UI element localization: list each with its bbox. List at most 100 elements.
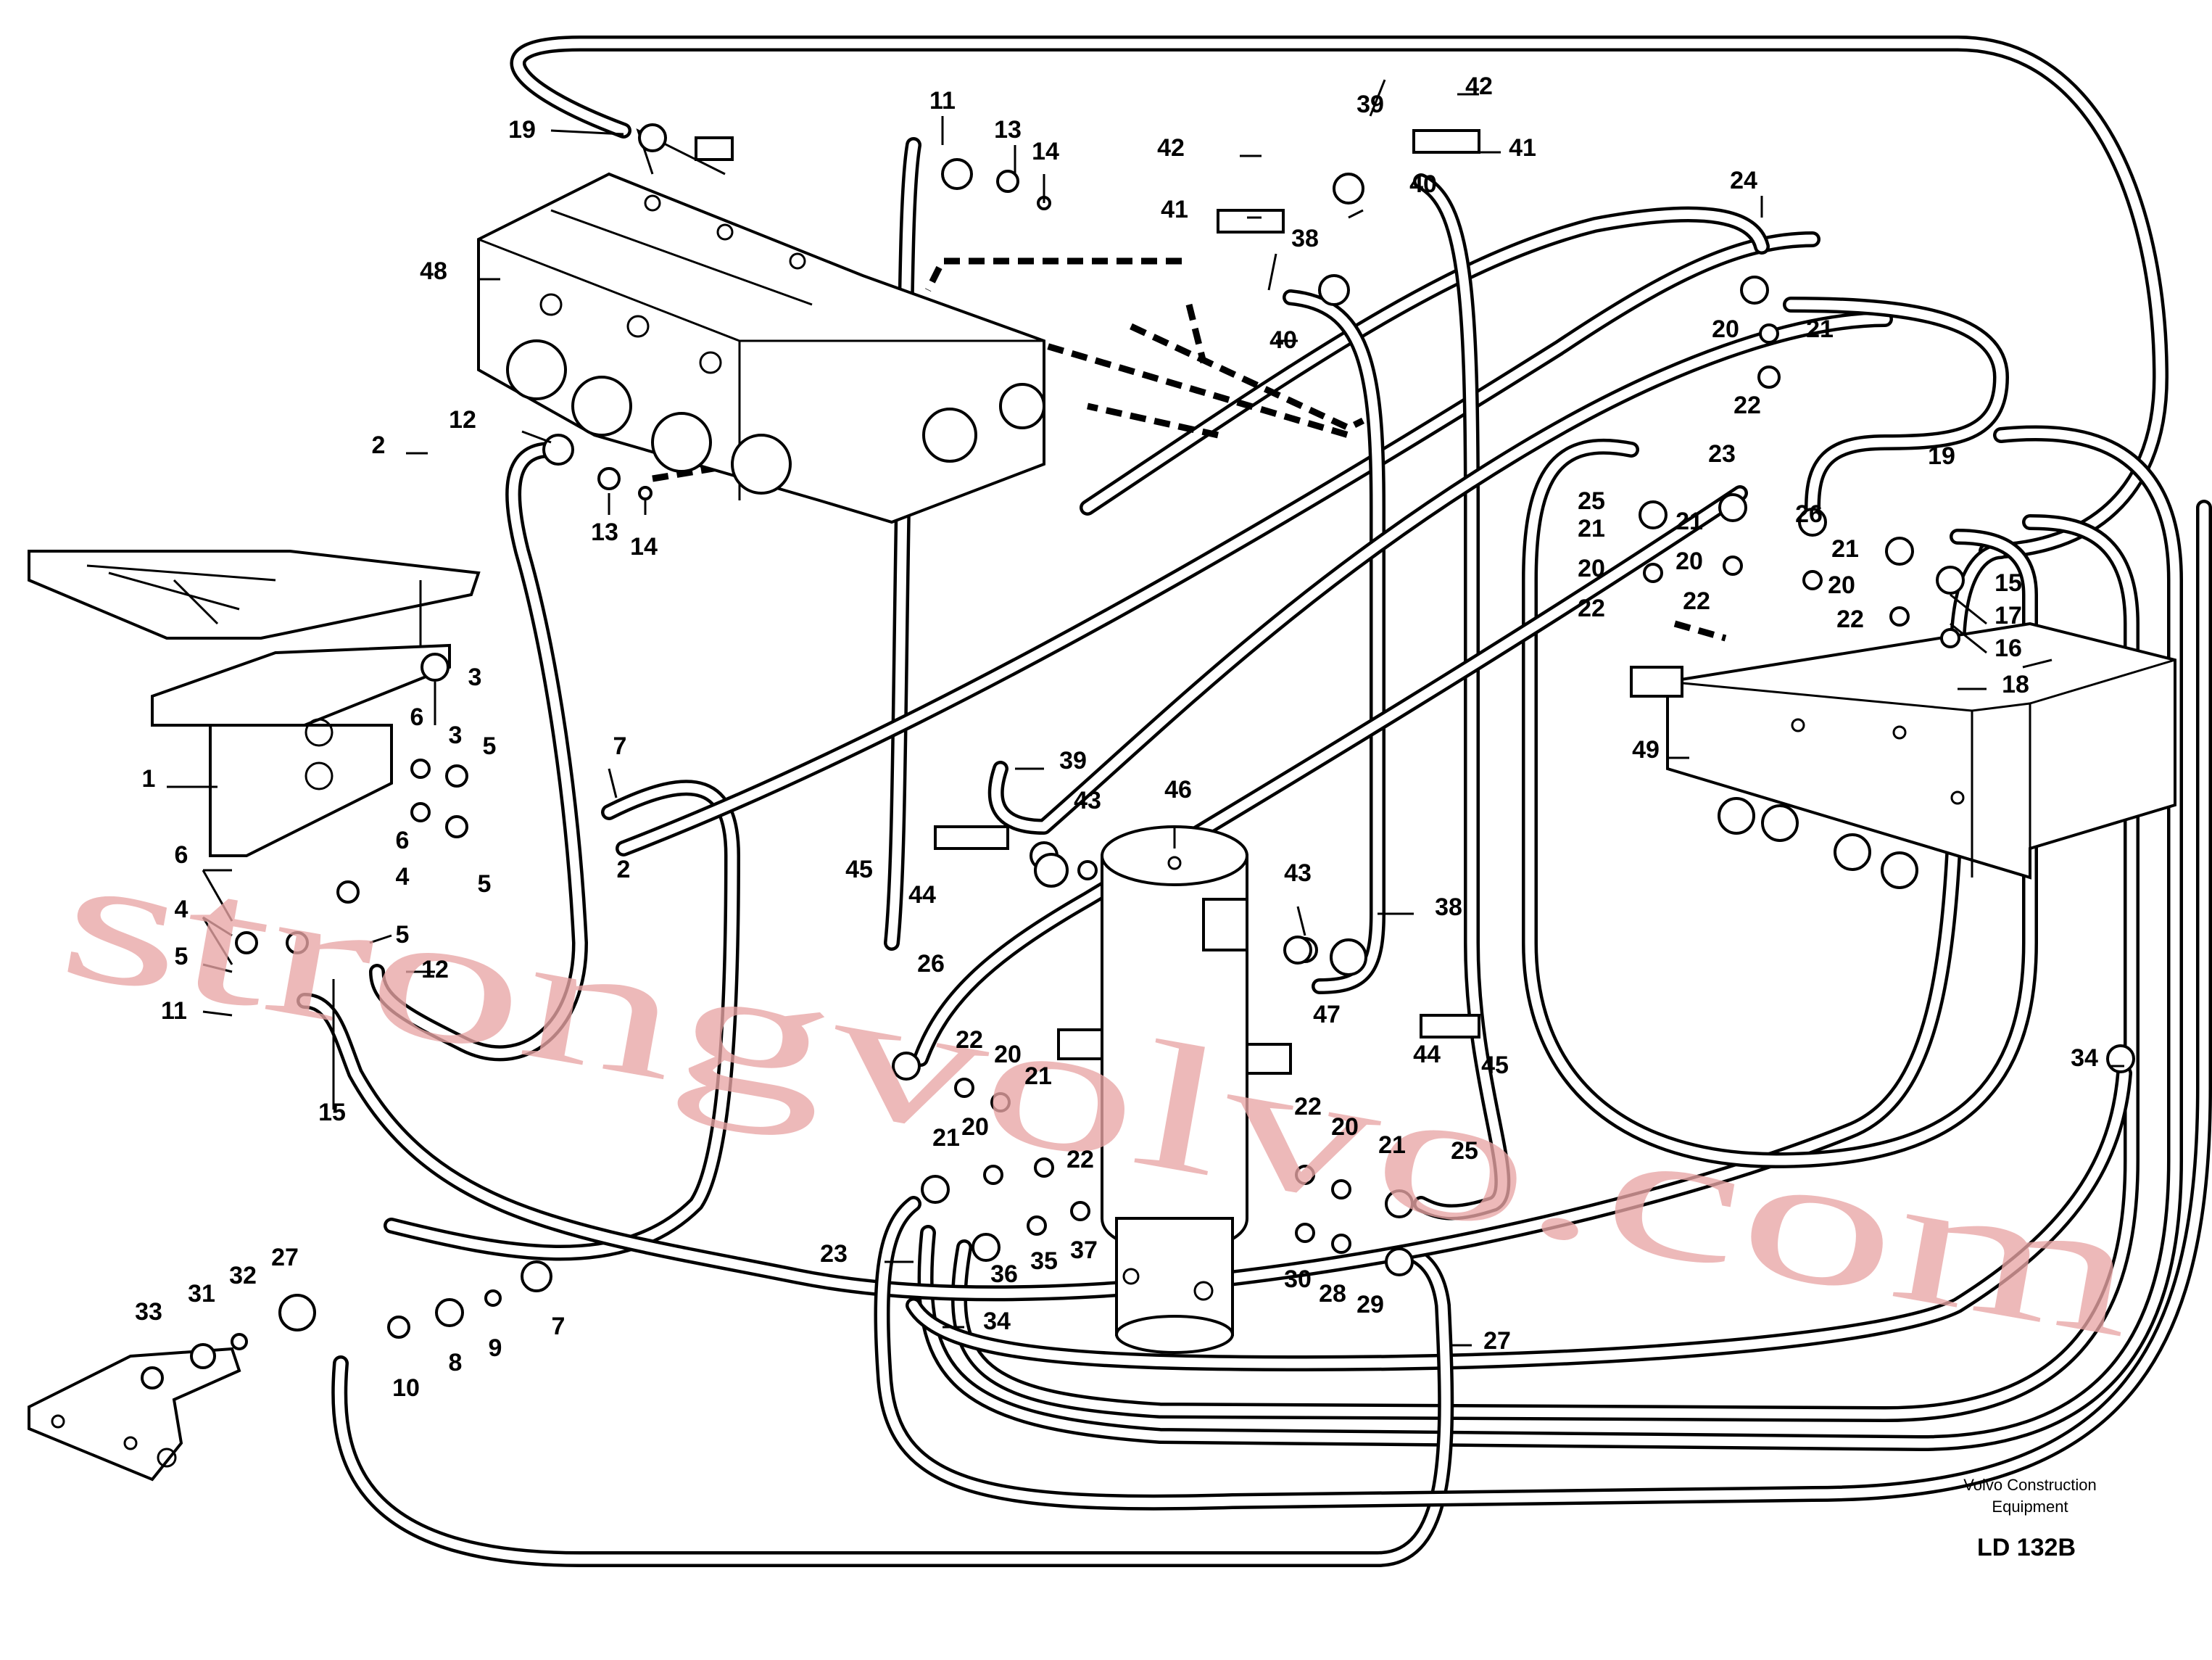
callout-c21b: 21 bbox=[1578, 515, 1605, 542]
callout-c40b: 40 bbox=[1409, 170, 1437, 198]
callout-c21g: 21 bbox=[1378, 1131, 1406, 1159]
callout-c16: 16 bbox=[1994, 635, 2022, 662]
callout-c1: 1 bbox=[142, 765, 156, 793]
callout-c46: 46 bbox=[1164, 776, 1192, 804]
company-name-line2: Equipment bbox=[1992, 1498, 2068, 1516]
callout-c20d: 20 bbox=[1828, 571, 1855, 599]
callout-c9: 9 bbox=[489, 1334, 502, 1362]
callout-c5d: 5 bbox=[396, 921, 410, 949]
callout-c43b: 43 bbox=[1284, 859, 1312, 887]
callout-c22a: 22 bbox=[1733, 392, 1761, 419]
callout-c45b: 45 bbox=[1481, 1052, 1509, 1079]
callout-c15a: 15 bbox=[318, 1099, 346, 1126]
callout-c35: 35 bbox=[1030, 1247, 1058, 1275]
company-name-line1: Volvo Construction bbox=[1963, 1476, 2096, 1494]
callout-c20f: 20 bbox=[961, 1113, 989, 1141]
callout-c30: 30 bbox=[1284, 1265, 1312, 1293]
callout-c49: 49 bbox=[1632, 736, 1660, 764]
callout-c12a: 12 bbox=[449, 406, 476, 434]
tee-block bbox=[28, 1347, 241, 1482]
callout-c27a: 27 bbox=[271, 1244, 299, 1271]
callout-c22f: 22 bbox=[1066, 1146, 1094, 1173]
callout-c22b: 22 bbox=[1578, 595, 1605, 622]
callout-c43a: 43 bbox=[1074, 787, 1101, 814]
callout-c18: 18 bbox=[2002, 671, 2029, 698]
callout-c38b: 38 bbox=[1435, 893, 1462, 921]
callout-c47: 47 bbox=[1313, 1001, 1341, 1028]
callout-c10: 10 bbox=[392, 1374, 420, 1402]
callout-c27b: 27 bbox=[1483, 1327, 1511, 1355]
callout-c7a: 7 bbox=[613, 732, 627, 760]
callout-c21f: 21 bbox=[932, 1124, 960, 1152]
callout-c19a: 19 bbox=[508, 116, 536, 144]
callout-c20b: 20 bbox=[1578, 555, 1605, 582]
callout-c34b: 34 bbox=[2071, 1044, 2098, 1072]
callout-c13a: 13 bbox=[994, 116, 1022, 144]
leader-lines bbox=[167, 79, 2124, 1347]
callout-c7b: 7 bbox=[552, 1313, 566, 1340]
callout-c41a: 41 bbox=[1161, 196, 1188, 223]
callout-c5c: 5 bbox=[478, 870, 492, 898]
callout-c39b: 39 bbox=[1059, 747, 1087, 775]
callout-c17: 17 bbox=[1994, 602, 2022, 629]
swivel-joint bbox=[1057, 825, 1292, 1354]
callout-c11a: 11 bbox=[929, 87, 956, 115]
callout-c42a: 42 bbox=[1157, 134, 1185, 162]
callout-c12b: 12 bbox=[421, 956, 449, 983]
callout-c21e: 21 bbox=[1024, 1062, 1052, 1090]
callout-c21a: 21 bbox=[1806, 315, 1834, 343]
callout-c33: 33 bbox=[135, 1298, 162, 1326]
callout-c20g: 20 bbox=[1331, 1113, 1359, 1141]
callout-c13b: 13 bbox=[591, 519, 618, 546]
callout-c6a: 6 bbox=[175, 841, 189, 869]
hose-lines bbox=[297, 36, 2212, 1567]
callout-c29: 29 bbox=[1356, 1291, 1384, 1318]
callout-c22e: 22 bbox=[956, 1026, 983, 1054]
callout-c42b: 42 bbox=[1465, 73, 1493, 100]
callout-c11b: 11 bbox=[161, 997, 187, 1025]
callout-c14b: 14 bbox=[630, 533, 658, 561]
callout-c45a: 45 bbox=[845, 856, 873, 883]
callout-c36: 36 bbox=[990, 1260, 1018, 1288]
callout-c21d: 21 bbox=[1831, 535, 1859, 563]
drawing-code: LD 132B bbox=[1977, 1534, 2076, 1561]
callout-c31: 31 bbox=[188, 1280, 215, 1308]
callout-c5b: 5 bbox=[483, 732, 497, 760]
part-callouts: 1223344555566677891011111212131314141515… bbox=[135, 73, 2098, 1402]
callout-c20a: 20 bbox=[1712, 315, 1739, 343]
callout-c23b: 23 bbox=[820, 1240, 848, 1268]
callout-c25b: 25 bbox=[1451, 1137, 1478, 1165]
callout-c34a: 34 bbox=[983, 1308, 1011, 1335]
callout-c23a: 23 bbox=[1708, 440, 1736, 468]
callout-c25a: 25 bbox=[1578, 487, 1605, 515]
callout-c3a: 3 bbox=[468, 664, 482, 691]
callout-c38a: 38 bbox=[1291, 225, 1319, 252]
callout-c26b: 26 bbox=[917, 950, 945, 978]
callout-c41b: 41 bbox=[1509, 134, 1536, 162]
callout-c22c: 22 bbox=[1683, 587, 1710, 615]
callout-c22g: 22 bbox=[1294, 1093, 1322, 1120]
callout-c6b: 6 bbox=[410, 703, 424, 731]
callout-c20c: 20 bbox=[1675, 548, 1703, 575]
hose-24 bbox=[1080, 206, 1770, 516]
callout-c21c: 21 bbox=[1675, 508, 1703, 535]
callout-c15b: 15 bbox=[1994, 569, 2022, 597]
callout-c6c: 6 bbox=[396, 827, 410, 854]
callout-c32: 32 bbox=[229, 1262, 257, 1289]
callout-c4b: 4 bbox=[396, 863, 410, 891]
main-control-valve bbox=[477, 128, 1045, 524]
callout-c19b: 19 bbox=[1928, 442, 1955, 470]
callout-c2a: 2 bbox=[372, 431, 386, 459]
callout-c22d: 22 bbox=[1836, 606, 1864, 633]
distribution-block bbox=[1630, 622, 2176, 889]
callout-c5a: 5 bbox=[175, 943, 189, 970]
pedal-assembly bbox=[28, 550, 481, 857]
callout-c8: 8 bbox=[449, 1349, 463, 1376]
callout-c24: 24 bbox=[1730, 167, 1757, 194]
callout-c37: 37 bbox=[1070, 1236, 1098, 1264]
callout-c4a: 4 bbox=[175, 896, 189, 923]
callout-c44b: 44 bbox=[1413, 1041, 1441, 1068]
callout-c2b: 2 bbox=[617, 856, 631, 883]
